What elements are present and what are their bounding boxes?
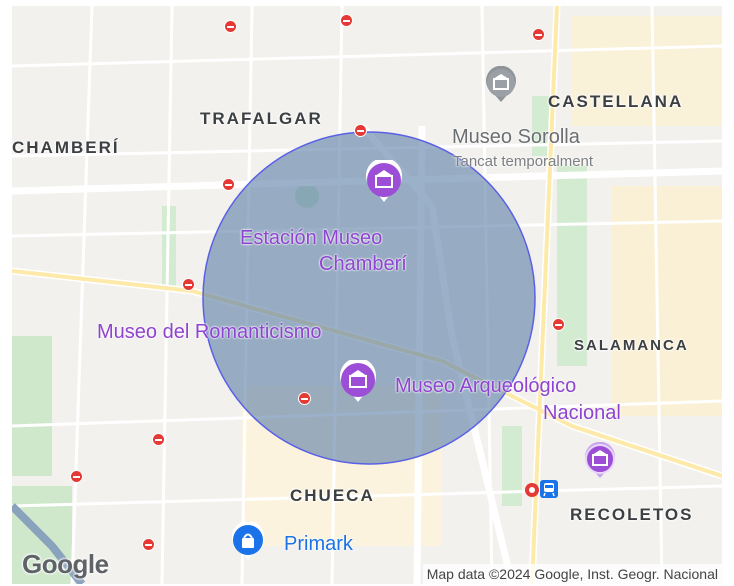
map-view[interactable]: TRAFALGAR CHAMBERÍ CASTELLANA SALAMANCA … (12, 6, 722, 584)
museum-icon[interactable] (484, 66, 518, 104)
metro-icon[interactable] (70, 470, 83, 483)
district-label-salamanca: SALAMANCA (574, 337, 689, 354)
metro-icon[interactable] (222, 178, 235, 191)
metro-icon[interactable] (224, 20, 237, 33)
metro-icon[interactable] (298, 392, 311, 405)
district-label-recoletos: RECOLETOS (570, 505, 694, 524)
metro-icon[interactable] (142, 538, 155, 551)
museum-icon[interactable] (583, 442, 617, 480)
metro-icon[interactable] (152, 433, 165, 446)
map-attribution[interactable]: Map data ©2024 Google, Inst. Geogr. Naci… (422, 564, 722, 584)
train-icon[interactable] (540, 480, 558, 498)
poi-label-primark[interactable]: Primark (284, 533, 353, 555)
poi-label-chamberi[interactable]: Chamberí (319, 253, 407, 275)
museum-icon[interactable] (338, 360, 378, 404)
metro-icon[interactable] (182, 278, 195, 291)
poi-label-museo-arqueologico[interactable]: Museo Arqueológico (395, 375, 577, 397)
google-logo[interactable]: Google (22, 549, 109, 579)
poi-label-nacional[interactable]: Nacional (543, 402, 621, 424)
map-base-layer (12, 6, 722, 584)
shopping-bag-icon[interactable] (230, 522, 266, 562)
metro-icon[interactable] (532, 28, 545, 41)
museum-icon[interactable] (364, 160, 404, 204)
metro-icon[interactable] (354, 124, 367, 137)
radius-circle (202, 131, 536, 465)
poi-label-museo-romanticismo[interactable]: Museo del Romanticismo (97, 321, 322, 343)
district-label-chueca: CHUECA (290, 486, 375, 505)
poi-label-estacion-museo[interactable]: Estación Museo (240, 227, 383, 249)
district-label-chamberi: CHAMBERÍ (12, 138, 120, 157)
metro-icon[interactable] (552, 318, 565, 331)
renfe-icon[interactable] (524, 482, 540, 498)
district-label-trafalgar: TRAFALGAR (200, 109, 323, 128)
poi-sublabel-museo-sorolla: Tancat temporalment (453, 153, 594, 170)
district-label-castellana: CASTELLANA (548, 92, 684, 111)
poi-label-museo-sorolla[interactable]: Museo Sorolla (452, 126, 580, 148)
metro-icon[interactable] (340, 14, 353, 27)
